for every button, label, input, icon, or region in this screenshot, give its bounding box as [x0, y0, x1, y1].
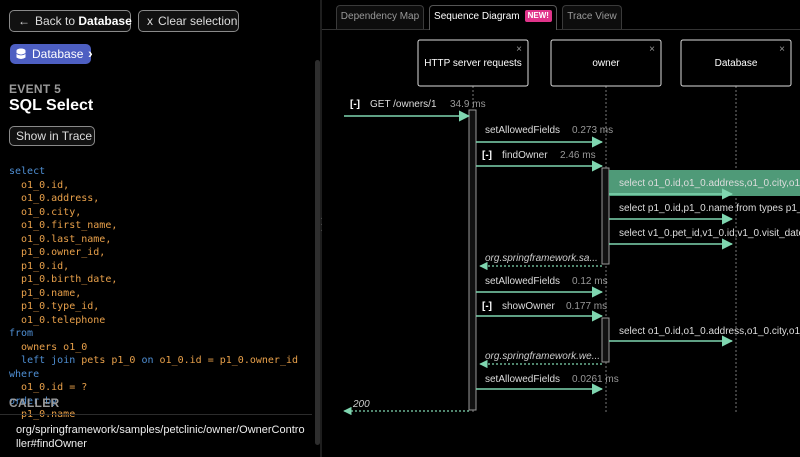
- lane-title-owner: owner: [592, 58, 620, 69]
- message-label: select p1_0.id,p1_0.name from types p1_0: [619, 203, 800, 214]
- database-chip-label: Database: [32, 47, 84, 61]
- return-label: 200: [352, 399, 370, 410]
- activation-owner-findowner: [601, 167, 610, 265]
- tab-dependency-map[interactable]: Dependency Map: [336, 5, 424, 29]
- message-label: select o1_0.id,o1_0.address,o1_0.city,o1…: [619, 178, 800, 189]
- message-return-findowner[interactable]: org.springframework.sa...: [479, 253, 602, 271]
- close-icon[interactable]: ×: [779, 44, 785, 55]
- message-find-owner[interactable]: [-] findOwner 2.46 ms: [476, 150, 604, 172]
- diagram-panel: Dependency Map Sequence Diagram NEW! Trac…: [322, 0, 800, 457]
- message-label: select v1_0.pet_id,v1_0.id,v1_0.visit_da…: [619, 228, 800, 239]
- event-number-label: EVENT 5: [9, 82, 62, 96]
- caller-divider: [0, 414, 312, 415]
- clear-selection-button[interactable]: x Clear selection: [138, 10, 239, 32]
- show-in-trace-button[interactable]: Show in Trace: [9, 126, 95, 146]
- database-breadcrumb-chip[interactable]: Database: [10, 44, 92, 64]
- collapse-toggle[interactable]: [-]: [482, 150, 492, 161]
- message-show-owner[interactable]: [-] showOwner 0.177 ms: [476, 301, 607, 322]
- caller-heading: CALLER: [9, 396, 60, 410]
- lane-title-database: Database: [715, 58, 758, 69]
- caller-location[interactable]: org/springframework/samples/petclinic/ow…: [16, 424, 305, 450]
- sql-query-code: select o1_0.id, o1_0.address, o1_0.city,…: [9, 166, 299, 420]
- message-get-owners[interactable]: [-] GET /owners/1 34.9 ms: [344, 99, 486, 122]
- message-sql-select-types[interactable]: select p1_0.id,p1_0.name from types p1_0: [609, 203, 800, 225]
- return-label: org.springframework.we...: [485, 351, 600, 362]
- message-label: findOwner: [502, 150, 548, 161]
- message-label: GET /owners/1: [370, 99, 437, 110]
- message-sql-select-selected[interactable]: select o1_0.id,o1_0.address,o1_0.city,o1…: [609, 170, 800, 200]
- return-label: org.springframework.sa...: [485, 253, 598, 264]
- sequence-tab-label: Sequence Diagram: [434, 11, 520, 22]
- collapse-toggle[interactable]: [-]: [482, 301, 492, 312]
- left-panel-scrollbar[interactable]: [315, 60, 320, 445]
- message-label: showOwner: [502, 301, 555, 312]
- collapse-toggle[interactable]: [-]: [350, 99, 360, 110]
- message-return-showowner[interactable]: org.springframework.we...: [479, 351, 602, 369]
- chevron-right-icon: ›: [88, 45, 93, 61]
- message-label: setAllowedFields: [485, 374, 560, 385]
- event-title: SQL Select: [9, 97, 94, 114]
- database-icon: [16, 48, 26, 59]
- back-to-database-button[interactable]: ← Back to Database: [9, 10, 132, 32]
- lane-http-server-requests[interactable]: HTTP server requests ×: [417, 39, 529, 87]
- close-icon[interactable]: ×: [516, 44, 522, 55]
- x-icon: x: [147, 14, 153, 28]
- view-tab-bar: Dependency Map Sequence Diagram NEW! Trac…: [322, 0, 800, 30]
- message-duration: 0.12 ms: [572, 276, 608, 287]
- message-duration: 0.273 ms: [572, 125, 613, 136]
- message-sql-select-owner[interactable]: select o1_0.id,o1_0.address,o1_0.city,o1…: [609, 326, 800, 347]
- message-set-allowed-fields[interactable]: setAllowedFields 0.0261 ms: [476, 374, 619, 395]
- message-sql-select-visits[interactable]: select v1_0.pet_id,v1_0.id,v1_0.visit_da…: [609, 228, 800, 250]
- sequence-diagram: HTTP server requests × owner × Database …: [343, 39, 800, 416]
- tab-trace-view[interactable]: Trace View: [562, 5, 622, 29]
- tab-sequence-diagram[interactable]: Sequence Diagram NEW!: [429, 5, 557, 30]
- back-button-target: Database: [78, 14, 132, 28]
- message-set-allowed-fields[interactable]: setAllowedFields 0.273 ms: [476, 125, 613, 148]
- message-duration: 2.46 ms: [560, 150, 596, 161]
- lane-owner[interactable]: owner ×: [550, 39, 662, 87]
- message-duration: 34.9 ms: [450, 99, 486, 110]
- lane-database[interactable]: Database ×: [680, 39, 792, 87]
- message-label: select o1_0.id,o1_0.address,o1_0.city,o1…: [619, 326, 800, 337]
- activation-owner-showowner: [601, 317, 610, 363]
- panel-splitter[interactable]: [320, 0, 322, 457]
- back-button-prefix: Back to: [35, 14, 76, 28]
- new-badge: NEW!: [524, 10, 552, 22]
- message-label: setAllowedFields: [485, 276, 560, 287]
- selected-row-highlight: [609, 170, 800, 196]
- lane-title-http: HTTP server requests: [424, 58, 522, 69]
- message-return-200[interactable]: 200: [343, 399, 469, 416]
- arrow-left-icon: ←: [18, 14, 30, 28]
- message-label: setAllowedFields: [485, 125, 560, 136]
- activation-http: [468, 109, 477, 411]
- message-duration: 0.177 ms: [566, 301, 607, 312]
- event-detail-panel: ← Back to Database x Clear selection Datab…: [0, 0, 322, 457]
- close-icon[interactable]: ×: [649, 44, 655, 55]
- message-duration: 0.0261 ms: [572, 374, 619, 385]
- message-set-allowed-fields[interactable]: setAllowedFields 0.12 ms: [476, 276, 608, 298]
- clear-selection-label: Clear selection: [158, 14, 238, 28]
